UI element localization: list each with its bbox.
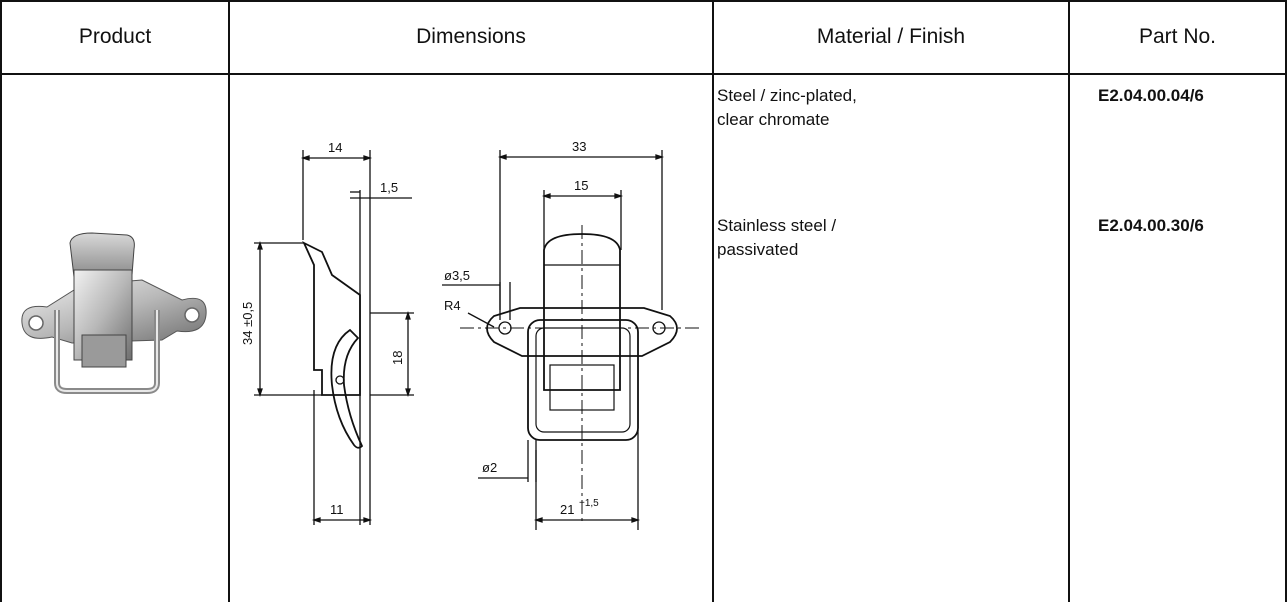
header-divider <box>0 73 1287 75</box>
dim-front-bottom-width: 21 <box>560 502 574 517</box>
table-border-top <box>0 0 1287 2</box>
header-dimensions: Dimensions <box>416 24 526 48</box>
material-line: passivated <box>717 240 799 259</box>
table-border-left <box>0 0 2 602</box>
dim-side-height: 34 ±0,5 <box>240 302 255 345</box>
table-border-right <box>1285 0 1287 602</box>
dimension-drawing: 14 1,5 34 ±0,5 18 11 33 15 ø3,5 R4 ø2 21… <box>240 139 702 530</box>
dim-side-thickness: 1,5 <box>380 180 398 195</box>
material-row-1: Steel / zinc-plated, clear chromate <box>717 84 857 132</box>
dim-front-bottom-tol: +1,5 <box>579 498 599 509</box>
column-divider <box>1068 0 1070 602</box>
header-part-no: Part No. <box>1138 24 1217 48</box>
dim-front-total-width: 33 <box>572 139 586 154</box>
header-material-finish: Material / Finish <box>816 24 966 48</box>
dim-front-wire-dia: ø2 <box>482 460 497 475</box>
column-divider <box>228 0 230 602</box>
dim-front-hole-dia: ø3,5 <box>444 268 470 283</box>
header-product: Product <box>78 24 152 48</box>
part-number: E2.04.00.30/6 <box>1098 216 1204 235</box>
dim-side-bottom-width: 11 <box>330 502 344 517</box>
column-divider <box>712 0 714 602</box>
dim-front-radius: R4 <box>444 298 461 313</box>
material-row-2: Stainless steel / passivated <box>717 214 836 262</box>
product-photo-latch <box>21 232 207 394</box>
material-line: Steel / zinc-plated, <box>717 86 857 105</box>
material-line: Stainless steel / <box>717 216 837 235</box>
material-line: clear chromate <box>717 110 830 129</box>
dim-side-hook-height: 18 <box>390 351 405 365</box>
dim-front-inner-width: 15 <box>574 178 588 193</box>
dim-side-top-width: 14 <box>328 140 342 155</box>
part-number: E2.04.00.04/6 <box>1098 86 1204 105</box>
